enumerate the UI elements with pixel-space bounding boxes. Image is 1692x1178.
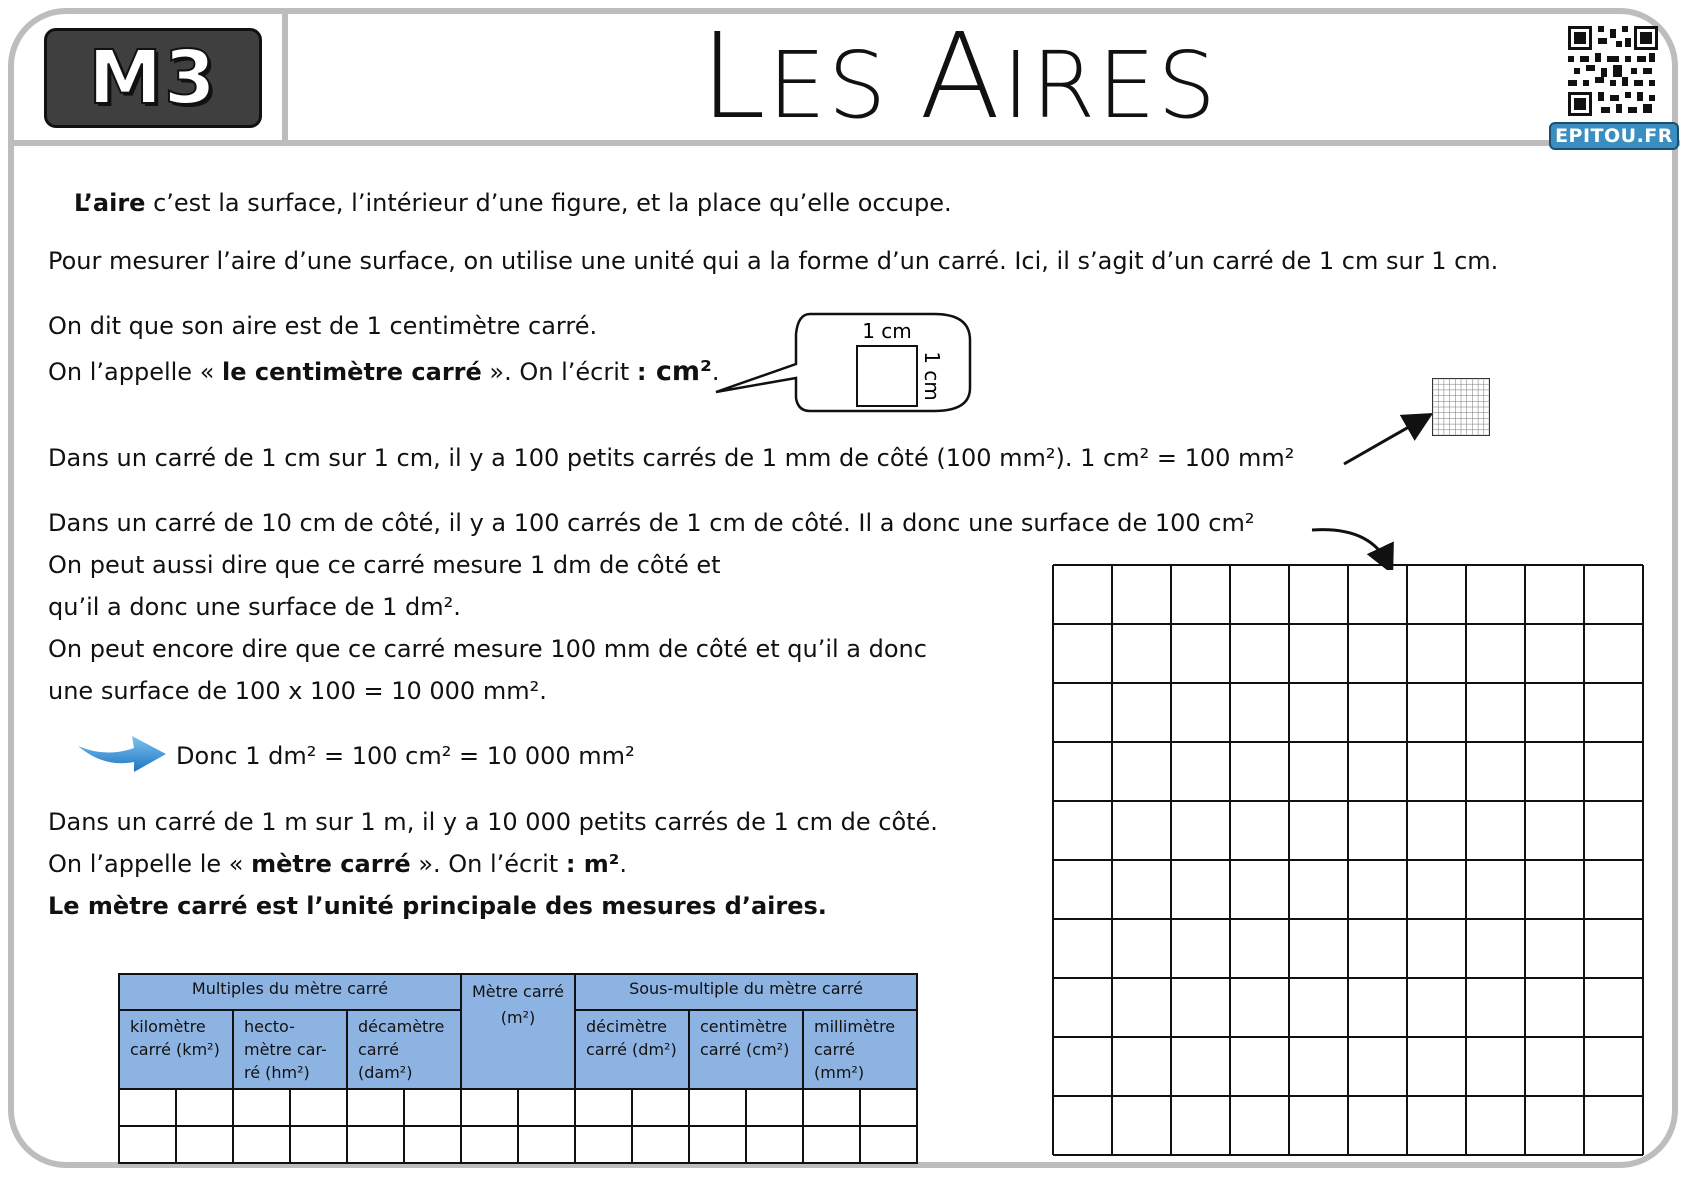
table-header-multiples: Multiples du mètre carré	[118, 973, 462, 1011]
page-frame	[8, 8, 1678, 1168]
table-cell[interactable]	[232, 1088, 291, 1127]
table-unit-dm2: décimètre carré (dm²)	[574, 1009, 690, 1090]
table-cell[interactable]	[289, 1088, 348, 1127]
bubble-top-label: 1 cm	[862, 319, 912, 343]
table-cell[interactable]	[517, 1088, 576, 1127]
table-unit-km2: kilomètre carré (km²)	[118, 1009, 234, 1090]
table-header-submultiples: Sous-multiple du mètre carré	[574, 973, 918, 1011]
intro-definition: L’aire c’est la surface, l’intérieur d’u…	[74, 189, 952, 217]
table-cell[interactable]	[289, 1125, 348, 1164]
qr-code-icon	[1568, 26, 1658, 116]
brand-logo: EPITOU.FR	[1549, 122, 1679, 150]
paragraph-m2-name: On l’appelle le « mètre carré ». On l’éc…	[48, 850, 627, 878]
table-cell[interactable]	[346, 1125, 405, 1164]
area-units-table: Multiples du mètre carré Mètre carré (m²…	[118, 973, 918, 1164]
paragraph-mm-side: On peut encore dire que ce carré mesure …	[48, 635, 927, 663]
table-cell[interactable]	[517, 1125, 576, 1164]
page-title: LES AIRES	[700, 7, 1218, 145]
paragraph-principal-unit: Le mètre carré est l’unité principale de…	[48, 892, 827, 920]
millimetre-grid-square	[1432, 378, 1490, 436]
table-cell[interactable]	[574, 1125, 633, 1164]
cm2-speech-bubble: 1 cm 1 cm	[715, 312, 972, 413]
blue-arrow-icon	[78, 736, 166, 772]
paragraph-m2-squares: Dans un carré de 1 m sur 1 m, il y a 10 …	[48, 808, 938, 836]
table-cell[interactable]	[802, 1088, 861, 1127]
table-cell[interactable]	[118, 1125, 177, 1164]
header-divider	[12, 140, 1680, 146]
table-row	[118, 1125, 918, 1164]
bubble-side-label: 1 cm	[920, 351, 944, 401]
arrow-to-big-grid-icon	[1311, 528, 1394, 570]
lesson-badge: M3	[44, 28, 262, 128]
table-cell[interactable]	[859, 1125, 918, 1164]
table-cell[interactable]	[460, 1125, 519, 1164]
table-cell[interactable]	[631, 1125, 690, 1164]
table-cell[interactable]	[403, 1088, 462, 1127]
paragraph-dm-side: On peut aussi dire que ce carré mesure 1…	[48, 551, 721, 579]
paragraph-mm2-calc: une surface de 100 x 100 = 10 000 mm².	[48, 677, 547, 705]
arrow-to-mm-grid-icon	[1343, 413, 1434, 466]
table-cell[interactable]	[118, 1088, 177, 1127]
table-unit-mm2: millimètre carré (mm²)	[802, 1009, 918, 1090]
table-cell[interactable]	[688, 1088, 747, 1127]
table-cell[interactable]	[175, 1125, 234, 1164]
table-cell[interactable]	[175, 1088, 234, 1127]
decimetre-grid	[1052, 564, 1644, 1156]
table-cell[interactable]	[574, 1088, 633, 1127]
paragraph-measure: Pour mesurer l’aire d’une surface, on ut…	[48, 247, 1499, 275]
paragraph-mm2: Dans un carré de 1 cm sur 1 cm, il y a 1…	[48, 444, 1295, 472]
table-unit-hm2: hecto-mètre car-ré (hm²)	[232, 1009, 348, 1090]
lesson-code: M3	[87, 34, 218, 122]
paragraph-dm2: qu’il a donc une surface de 1 dm².	[48, 593, 461, 621]
header-separator	[282, 12, 288, 144]
table-cell[interactable]	[346, 1088, 405, 1127]
table-cell[interactable]	[859, 1088, 918, 1127]
table-unit-dam2: décamètre carré (dam²)	[346, 1009, 462, 1090]
table-cell[interactable]	[745, 1125, 804, 1164]
table-cell[interactable]	[688, 1125, 747, 1164]
equivalence-summary: Donc 1 dm² = 100 cm² = 10 000 mm²	[176, 742, 635, 770]
table-unit-cm2: centimètre carré (cm²)	[688, 1009, 804, 1090]
table-cell[interactable]	[802, 1125, 861, 1164]
table-cell[interactable]	[460, 1088, 519, 1127]
paragraph-cm2-area: On dit que son aire est de 1 centimètre …	[48, 312, 598, 340]
table-cell[interactable]	[745, 1088, 804, 1127]
table-cell[interactable]	[631, 1088, 690, 1127]
paragraph-cm2-name: On l’appelle « le centimètre carré ». On…	[48, 356, 720, 387]
table-cell[interactable]	[232, 1125, 291, 1164]
table-header-metre: Mètre carré (m²)	[460, 973, 576, 1090]
table-row	[118, 1088, 918, 1127]
paragraph-100cm2: Dans un carré de 10 cm de côté, il y a 1…	[48, 509, 1255, 537]
table-cell[interactable]	[403, 1125, 462, 1164]
